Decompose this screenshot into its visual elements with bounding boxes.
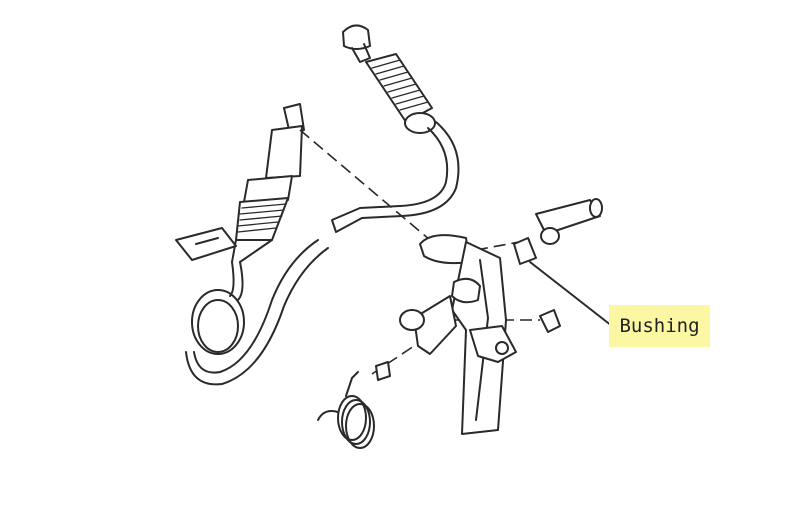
cable-coil [191,261,245,355]
cable-end-top [342,24,436,134]
callout-leader-line [529,261,613,327]
bushing-callout-label: Bushing [609,305,710,347]
bushing-parts [513,227,561,333]
pivot-pin [535,198,603,235]
small-nut [375,361,391,381]
pedal-assembly [399,234,517,435]
return-spring [317,371,375,449]
retaining-clip [175,227,237,261]
cable-end-left [231,103,305,263]
cable-main [185,121,460,386]
